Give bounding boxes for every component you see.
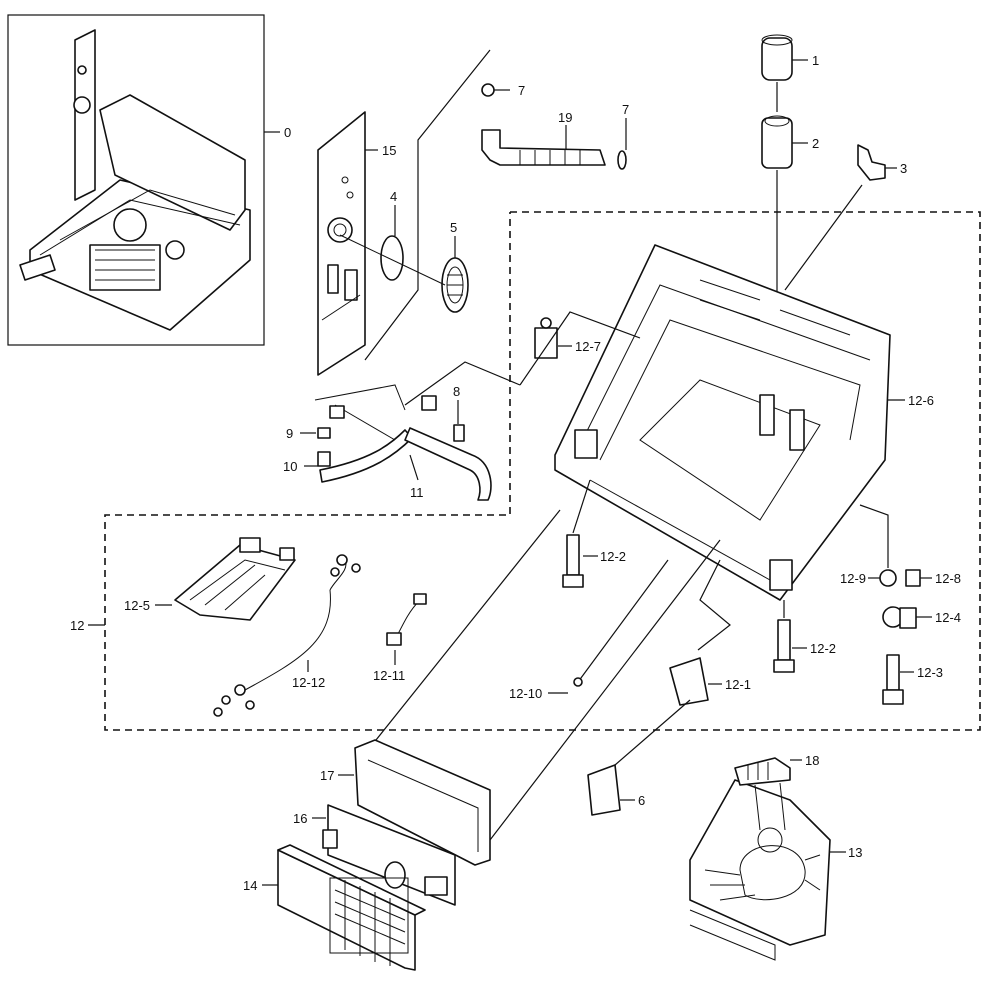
label-12-12: 12-12 <box>292 675 325 690</box>
label-14: 14 <box>243 878 257 893</box>
sensor-wire <box>386 593 427 646</box>
label-12-8: 12-8 <box>935 571 961 586</box>
screw-right <box>773 619 795 673</box>
o-ring <box>380 235 404 281</box>
label-6: 6 <box>638 793 645 808</box>
label-12-7: 12-7 <box>575 339 601 354</box>
label-13: 13 <box>848 845 862 860</box>
base-plate <box>689 779 831 961</box>
sump-cap <box>734 757 791 786</box>
clip-part <box>857 144 886 181</box>
label-8: 8 <box>453 384 460 399</box>
label-12-5: 12-5 <box>124 598 150 613</box>
label-12-2b: 12-2 <box>810 641 836 656</box>
label-12-4: 12-4 <box>935 610 961 625</box>
side-panel <box>317 111 366 376</box>
inlet-hose <box>481 83 627 170</box>
control-board <box>322 804 456 906</box>
label-12-2a: 12-2 <box>600 549 626 564</box>
label-7b: 7 <box>622 102 629 117</box>
label-11: 11 <box>410 485 424 500</box>
label-3: 3 <box>900 161 907 176</box>
label-12-11: 12-11 <box>373 668 405 683</box>
knob-part <box>879 569 897 587</box>
label-17: 17 <box>320 768 334 783</box>
label-0: 0 <box>284 125 291 140</box>
label-12-1: 12-1 <box>725 677 751 692</box>
wire-harness <box>213 554 361 717</box>
cap-part <box>761 34 793 81</box>
filter-disc <box>441 257 469 313</box>
connector-part <box>905 569 921 587</box>
label-12-6: 12-6 <box>908 393 934 408</box>
label-5: 5 <box>450 220 457 235</box>
bolt-part <box>882 654 904 705</box>
screw-left <box>562 534 584 588</box>
label-15: 15 <box>382 143 396 158</box>
front-frame <box>354 739 491 866</box>
label-7a: 7 <box>518 83 525 98</box>
label-10: 10 <box>283 459 297 474</box>
block-part <box>587 764 621 816</box>
front-cover <box>277 844 426 971</box>
cylinder-part <box>761 115 793 169</box>
label-1: 1 <box>812 53 819 68</box>
label-19: 19 <box>558 110 572 125</box>
dashed-subassembly-frame <box>104 211 981 731</box>
label-12-3: 12-3 <box>917 665 943 680</box>
assembly-overview <box>7 14 265 346</box>
bracket-part <box>669 657 709 706</box>
wiring-panel <box>174 537 296 621</box>
valve-part <box>534 317 558 359</box>
label-12: 12 <box>70 618 84 633</box>
label-2: 2 <box>812 136 819 151</box>
label-9: 9 <box>286 426 293 441</box>
label-18: 18 <box>805 753 819 768</box>
motor-part <box>882 606 917 629</box>
drain-hoses <box>314 384 492 501</box>
label-16: 16 <box>293 811 307 826</box>
main-base-frame <box>554 244 891 601</box>
rod-part <box>573 559 669 687</box>
label-12-9: 12-9 <box>840 571 866 586</box>
label-12-10: 12-10 <box>509 686 542 701</box>
label-4: 4 <box>390 189 397 204</box>
